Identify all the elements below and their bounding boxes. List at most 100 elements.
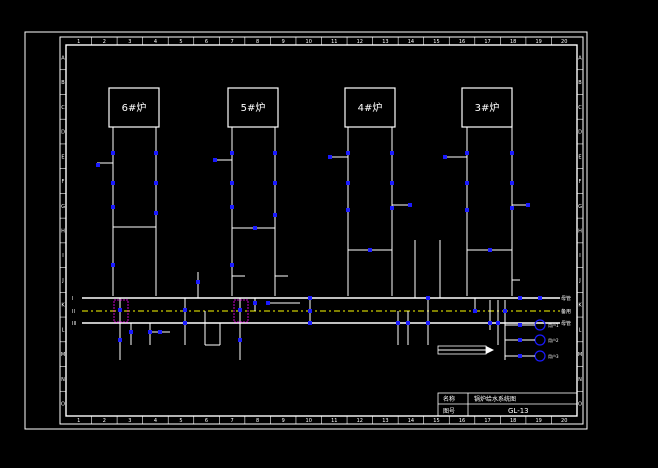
top-tick-label: 7 [230, 39, 233, 45]
bottom-tick-label: 16 [459, 418, 465, 424]
valve-icon [390, 206, 394, 210]
valve-icon [368, 248, 372, 252]
consumer-label: 用户2 [548, 337, 559, 343]
valve-icon [230, 263, 234, 267]
left-tick-label: E [61, 154, 64, 160]
boiler-label: 4#炉 [358, 102, 383, 114]
bottom-tick-label: 8 [256, 418, 259, 424]
highlight-boxes [113, 299, 249, 323]
right-tick-label: B [578, 80, 582, 86]
valve-icon [266, 301, 270, 305]
boiler-label: 3#炉 [475, 102, 500, 114]
consumer-pumps: 用户1 用户2 用户3 [518, 319, 559, 362]
valve-icon [253, 301, 257, 305]
valve-icon [111, 205, 115, 209]
valves [96, 151, 542, 342]
valve-icon [118, 308, 122, 312]
riser-lines [97, 127, 528, 296]
left-tick-label: D [61, 130, 65, 136]
valve-icon [465, 181, 469, 185]
right-tick-label: L [579, 327, 582, 333]
right-tick-label: C [578, 105, 582, 111]
header-pipes [82, 297, 560, 324]
frame-outer [59, 36, 584, 425]
valve-icon [346, 208, 350, 212]
valve-icon [308, 321, 312, 325]
bottom-tick-label: 1 [77, 418, 80, 424]
top-tick-label: 14 [408, 39, 414, 45]
bottom-tick-label: 13 [382, 418, 388, 424]
top-tick-label: 5 [179, 39, 182, 45]
valve-icon [346, 151, 350, 155]
title-block [437, 392, 578, 417]
top-tick-label: 1 [77, 39, 80, 45]
bottom-tick-label: 11 [331, 418, 337, 424]
valve-icon [148, 330, 152, 334]
valve-icon [396, 321, 400, 325]
bottom-tick-label: 6 [205, 418, 208, 424]
valve-icon [510, 206, 514, 210]
valve-icon [253, 226, 257, 230]
title-block-label-number: 图号 [443, 408, 455, 415]
valve-icon [238, 338, 242, 342]
right-tick-label: H [578, 229, 582, 235]
right-tick-label: F [579, 179, 582, 185]
right-label-1: 母管 [561, 295, 571, 302]
top-tick-label: 15 [433, 39, 439, 45]
bottom-tick-label: 20 [561, 418, 567, 424]
left-tick-label: F [62, 179, 65, 185]
right-tick-label: M [578, 352, 582, 358]
valve-icon [238, 308, 242, 312]
bottom-tick-label: 17 [484, 418, 490, 424]
valve-icon [118, 338, 122, 342]
right-tick-label: I [579, 253, 580, 259]
left-tick-label: J [61, 278, 63, 284]
top-tick-label: 4 [154, 39, 157, 45]
left-tick-label: G [61, 204, 65, 210]
valve-icon [154, 211, 158, 215]
bottom-tick-label: 3 [128, 418, 131, 424]
header-label-1: I [72, 296, 73, 302]
left-tick-label: N [61, 377, 65, 383]
right-tick-label: N [578, 377, 582, 383]
boiler-label: 5#炉 [241, 102, 266, 114]
header-label-2: II [72, 309, 75, 315]
valve-icon [465, 151, 469, 155]
valve-icon [473, 309, 477, 313]
header-label-3: III [72, 321, 76, 327]
valve-icon [230, 205, 234, 209]
bottom-tick-label: 9 [282, 418, 285, 424]
bottom-tick-label: 18 [510, 418, 516, 424]
valve-icon [390, 181, 394, 185]
valve-icon [308, 309, 312, 313]
valve-icon [273, 151, 277, 155]
title-block-label-name: 名称 [443, 395, 455, 403]
valve-icon [111, 181, 115, 185]
right-tick-label: G [578, 204, 582, 210]
valve-icon [158, 330, 162, 334]
right-label-3: 母管 [561, 320, 571, 327]
valve-icon [230, 151, 234, 155]
right-tick-label: J [578, 278, 580, 284]
valve-icon [129, 330, 133, 334]
bottom-tick-label: 7 [230, 418, 233, 424]
left-tick-label: O [61, 402, 65, 408]
left-tick-label: B [61, 80, 65, 86]
valve-icon [196, 280, 200, 284]
valve-icon [390, 151, 394, 155]
right-tick-label: E [578, 154, 581, 160]
pump-icon: 用户3 [518, 350, 559, 362]
boiler-3: 4#炉 [344, 87, 396, 128]
valve-icon [426, 296, 430, 300]
valve-icon [183, 321, 187, 325]
left-tick-label: C [61, 105, 65, 111]
valve-icon [111, 263, 115, 267]
bottom-tick-label: 12 [357, 418, 363, 424]
valve-icon [346, 181, 350, 185]
valve-icon [154, 151, 158, 155]
boiler-4: 3#炉 [461, 87, 513, 128]
pump-icon: 用户1 [518, 319, 559, 331]
valve-icon [488, 248, 492, 252]
right-tick-label: D [578, 130, 582, 136]
boiler-label: 6#炉 [122, 102, 147, 114]
